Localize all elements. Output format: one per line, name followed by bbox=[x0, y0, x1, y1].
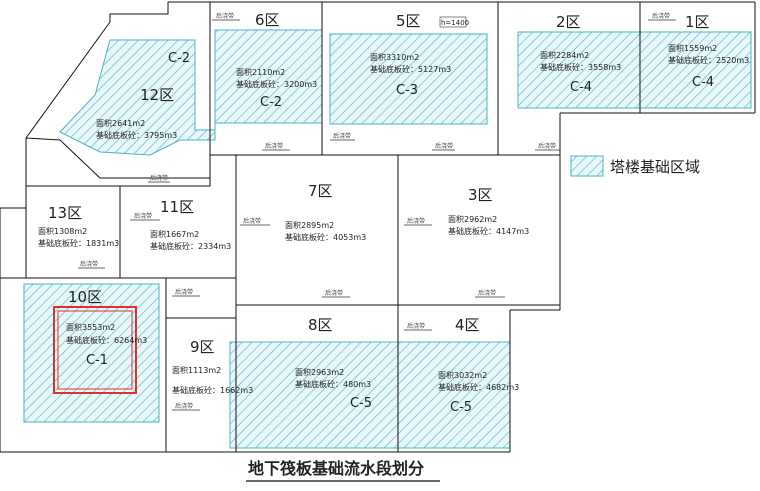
zone-10-area: 面积3553m2 bbox=[66, 322, 115, 332]
zone-4-area: 面积3032m2 bbox=[438, 370, 487, 380]
tower-code-c4-right: C-4 bbox=[692, 75, 714, 90]
joint-label: 后浇带 bbox=[435, 142, 453, 150]
joint-label: 后浇带 bbox=[333, 132, 351, 140]
joint-label: 后浇带 bbox=[80, 260, 98, 268]
legend: 塔楼基础区域 bbox=[570, 155, 700, 177]
zone-9-concrete: 基础底板砼：1662m3 bbox=[172, 385, 253, 395]
zone-12-label: 12区 bbox=[140, 86, 174, 104]
tower-code-c4-left: C-4 bbox=[570, 80, 592, 95]
joint-markers bbox=[78, 19, 676, 411]
zone-8-concrete: 基础底板砼：480m3 bbox=[295, 379, 371, 389]
zone-6-area: 面积2110m2 bbox=[236, 67, 285, 77]
zone-13-concrete: 基础底板砼：1831m3 bbox=[38, 238, 119, 248]
zone-details: 面积2110m2 基础底板砼：3200m3 面积3310m2 基础底板砼：512… bbox=[38, 43, 749, 395]
zone-11-area: 面积1667m2 bbox=[150, 229, 199, 239]
zone-8-area: 面积2963m2 bbox=[295, 367, 344, 377]
joint-labels: 后浇带 后浇带 后浇带 后浇带 后浇带 后浇带 后浇带 后浇带 后浇带 后浇带 … bbox=[80, 12, 670, 410]
joint-label: 后浇带 bbox=[407, 217, 425, 225]
joint-label: 后浇带 bbox=[216, 12, 234, 20]
joint-label: 后浇带 bbox=[243, 217, 261, 225]
tower-areas bbox=[23, 29, 752, 449]
diagram-title: 地下筏板基础流水段划分 bbox=[248, 459, 424, 478]
zone-12-concrete: 基础底板砼：3795m3 bbox=[96, 130, 177, 140]
h-note-label: h=1400 bbox=[441, 19, 469, 27]
zone-9-label: 9区 bbox=[190, 338, 215, 356]
zone-4-label: 4区 bbox=[455, 316, 480, 334]
zone-5-area: 面积3310m2 bbox=[370, 52, 419, 62]
zone-2-label: 2区 bbox=[556, 13, 581, 31]
zone-1-concrete: 基础底板砼：2520m3 bbox=[668, 55, 749, 65]
h-note-box bbox=[439, 16, 467, 28]
zone-12-area: 面积2641m2 bbox=[96, 118, 145, 128]
zone-2-area: 面积2284m2 bbox=[540, 50, 589, 60]
tower-area-5 bbox=[329, 33, 488, 125]
joint-label: 后浇带 bbox=[478, 289, 496, 297]
tower-code-c5-left: C-5 bbox=[350, 396, 372, 411]
legend-swatch bbox=[570, 155, 604, 177]
joint-label: 后浇带 bbox=[150, 174, 168, 182]
zone-10-label: 10区 bbox=[68, 288, 102, 306]
zone-names: 6区 5区 2区 1区 12区 7区 3区 13区 11区 10区 8区 4区 … bbox=[48, 11, 710, 356]
zone-5-label: 5区 bbox=[396, 12, 421, 30]
zone-7-label: 7区 bbox=[308, 182, 333, 200]
zone-8-label: 8区 bbox=[308, 316, 333, 334]
joint-label: 后浇带 bbox=[652, 12, 670, 20]
zone-7-concrete: 基础底板砼：4053m3 bbox=[285, 232, 366, 242]
joint-label: 后浇带 bbox=[134, 212, 152, 220]
zone-7-area: 面积2895m2 bbox=[285, 220, 334, 230]
tower-code-c2: C-2 bbox=[260, 95, 282, 110]
zone-5-concrete: 基础底板砼：5127m3 bbox=[370, 64, 451, 74]
zone-6-label: 6区 bbox=[255, 11, 280, 29]
zone-2-concrete: 基础底板砼：3558m3 bbox=[540, 62, 621, 72]
legend-label: 塔楼基础区域 bbox=[610, 158, 700, 176]
zone-1-area: 面积1559m2 bbox=[668, 43, 717, 53]
zone-1-label: 1区 bbox=[685, 13, 710, 31]
joint-label: 后浇带 bbox=[325, 289, 343, 297]
zone-boundaries bbox=[0, 1, 756, 453]
zone-3-area: 面积2962m2 bbox=[448, 214, 497, 224]
zone-11-concrete: 基础底板砼：2334m3 bbox=[150, 241, 231, 251]
joint-label: 后浇带 bbox=[175, 288, 193, 296]
zone-3-concrete: 基础底板砼：4147m3 bbox=[448, 226, 529, 236]
zone-9-area: 面积1113m2 bbox=[172, 365, 221, 375]
joint-label: 后浇带 bbox=[538, 142, 556, 150]
tower-code-c3: C-3 bbox=[396, 83, 418, 98]
tower-code-c5-right: C-5 bbox=[450, 400, 472, 415]
zone-10-concrete: 基础底板砼：6264m3 bbox=[66, 335, 147, 345]
tower-code-c2-top: C-2 bbox=[168, 51, 190, 66]
joint-label: 后浇带 bbox=[407, 322, 425, 330]
zone-11-label: 11区 bbox=[160, 198, 194, 216]
joint-label: 后浇带 bbox=[265, 142, 283, 150]
zone-6-concrete: 基础底板砼：3200m3 bbox=[236, 79, 317, 89]
zone-13-area: 面积1308m2 bbox=[38, 226, 87, 236]
tower-area-8-4 bbox=[229, 341, 511, 449]
zone-4-concrete: 基础底板砼：4682m3 bbox=[438, 382, 519, 392]
tower-area-12-6 bbox=[59, 29, 323, 156]
joint-label: 后浇带 bbox=[175, 402, 193, 410]
tower-area-2-1 bbox=[517, 31, 752, 109]
zone-3-label: 3区 bbox=[468, 186, 493, 204]
tower-codes: C-2 C-2 C-3 C-4 C-4 C-1 C-5 C-5 bbox=[86, 51, 714, 415]
tower-code-c1: C-1 bbox=[86, 353, 108, 368]
tower-c1-highlight bbox=[53, 306, 137, 394]
zone-13-label: 13区 bbox=[48, 204, 82, 222]
